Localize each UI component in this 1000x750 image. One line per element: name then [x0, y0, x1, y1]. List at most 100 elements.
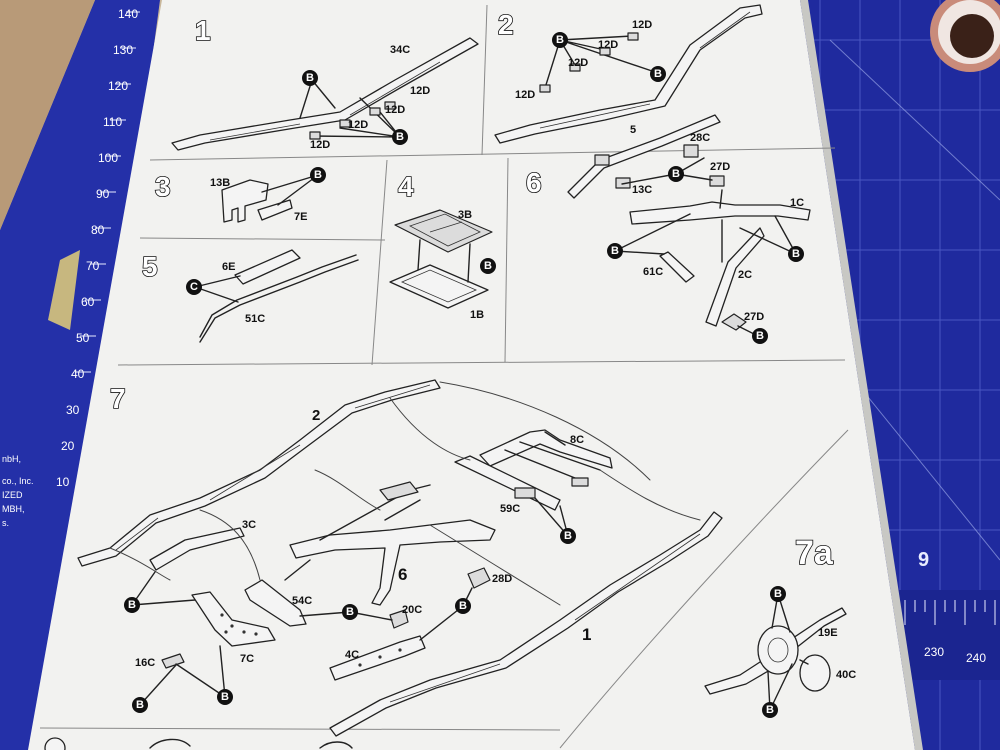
bracket-13b [221, 179, 269, 223]
bracket-12d-d [309, 131, 321, 140]
edge-text-2: co., Inc. [2, 476, 34, 486]
part-label-61c: 61C [643, 266, 663, 278]
bracket-12d-d [539, 84, 551, 93]
glue-bubble-b [668, 166, 684, 182]
bubble-b-text: B [774, 588, 782, 600]
part-label-12d-4: 12D [515, 89, 535, 101]
part-label-6: 6 [398, 565, 407, 584]
cover-40c [799, 654, 831, 692]
edge-text-1: nbH, [2, 454, 21, 464]
bubble-b-text: B [314, 169, 322, 181]
bubble-b-text: B [556, 34, 564, 46]
paint-bottle-cap [930, 0, 1000, 72]
part-label-3c: 3C [242, 519, 256, 531]
ruler-num-120: 120 [108, 79, 128, 93]
step-2-panel: 2 12D 12D 12D 12D B B [494, 4, 763, 144]
edge-text-3: IZED [2, 490, 23, 500]
part-label-1b: 1B [470, 309, 484, 321]
part-label-12d-3: 12D [568, 57, 588, 69]
block-28d [467, 567, 491, 589]
ruler-num-50: 50 [76, 331, 90, 345]
bubble-b-text: B [346, 606, 354, 618]
ruler-num-90: 90 [96, 187, 110, 201]
panel-dividers [39, 4, 849, 749]
bracket-27d [709, 175, 725, 187]
part-label-7c: 7C [240, 653, 254, 665]
part-label-27d-2: 27D [744, 311, 764, 323]
glue-bubble-b [455, 598, 471, 614]
part-label-5: 5 [630, 124, 636, 136]
part-label-51c: 51C [245, 313, 265, 325]
mat-corner-digit: 9 [918, 549, 929, 571]
bubble-c-text: C [190, 281, 198, 293]
part-label-8c: 8C [570, 434, 584, 446]
bracket-59c-block [514, 487, 536, 499]
ruler-num-110: 110 [103, 115, 122, 129]
bubble-b-text: B [459, 600, 467, 612]
glue-bubble-b [342, 604, 358, 620]
next-row-hint [44, 737, 353, 750]
bracket-12d-b [369, 107, 381, 116]
step-2-number: 2 [498, 9, 514, 40]
exhaust-5 [567, 114, 721, 199]
part-label-1c: 1C [790, 197, 804, 209]
crossmember-8c [479, 429, 613, 469]
bracket-7c [191, 591, 276, 647]
crossmember-8c-end [571, 477, 589, 487]
step-4-panel: 4 3B 1B B [389, 170, 496, 321]
bubble-b-text: B [128, 599, 136, 611]
part-label-12d-1: 12D [410, 85, 430, 97]
beam-2c [705, 227, 765, 327]
part-label-12d-3: 12D [348, 119, 368, 131]
bracket-12d-c [339, 119, 351, 128]
left-ruler: 140 130 120 110 100 90 80 70 60 50 40 30… [0, 0, 160, 750]
part-label-59c: 59C [500, 503, 520, 515]
ruler-num-80: 80 [91, 223, 105, 237]
bubble-b-text: B [611, 245, 619, 257]
bubble-b-text: B [672, 168, 680, 180]
edge-text-4: MBH, [2, 504, 25, 514]
part-label-12d-2: 12D [385, 104, 405, 116]
step-7a-panel: 7a 19E 40C B B [704, 533, 856, 718]
part-label-19e: 19E [818, 627, 838, 639]
crossmember-1c [629, 201, 811, 225]
glue-bubble-b [392, 129, 408, 145]
part-label-13b: 13B [210, 177, 230, 189]
bracket-12d-c [569, 63, 581, 72]
muffler-6e [234, 249, 301, 285]
ruler-num-40: 40 [71, 367, 85, 381]
ruler-num-60: 60 [81, 295, 95, 309]
x-crossmember-mount [379, 481, 419, 501]
step-7a-number: 7a [795, 534, 834, 572]
bubble-b-text: B [221, 691, 229, 703]
glue-bubble-b [124, 597, 140, 613]
part-label-1: 1 [582, 625, 591, 644]
block-16c [161, 653, 185, 669]
muffler-end [594, 154, 610, 166]
bubble-b-text: B [306, 72, 314, 84]
step-5-number: 5 [142, 251, 158, 282]
mat-scale: 230 240 [895, 590, 1000, 680]
bubble-b-text: B [756, 330, 764, 342]
part-label-12d-2: 12D [598, 39, 618, 51]
bubble-b-text: B [792, 248, 800, 260]
glue-bubble-b [607, 243, 623, 259]
step-1-panel: 1 34C 12D 12D 12D 12D B B [171, 14, 479, 151]
bracket-12d-a [384, 101, 396, 110]
step-6-panel: 6 5 28C 27D 13C 1C 61C 2C 27D B B B B [525, 114, 811, 344]
bubble-b-text: B [396, 131, 404, 143]
part-label-40c: 40C [836, 669, 856, 681]
bubble-b-text: B [654, 68, 662, 80]
bracket-12d-a [627, 32, 639, 41]
bubble-b-text: B [136, 699, 144, 711]
part-label-28c: 28C [690, 132, 710, 144]
bubble-b-text: B [766, 704, 774, 716]
bracket-4c [329, 635, 426, 681]
glue-bubble-b [762, 702, 778, 718]
part-label-12d-4: 12D [310, 139, 330, 151]
glue-bubble-b [480, 258, 496, 274]
chassis-rail-2 [77, 379, 441, 567]
step-4-number: 4 [398, 171, 414, 202]
differential-center [767, 637, 789, 663]
frame-1b [389, 264, 489, 309]
